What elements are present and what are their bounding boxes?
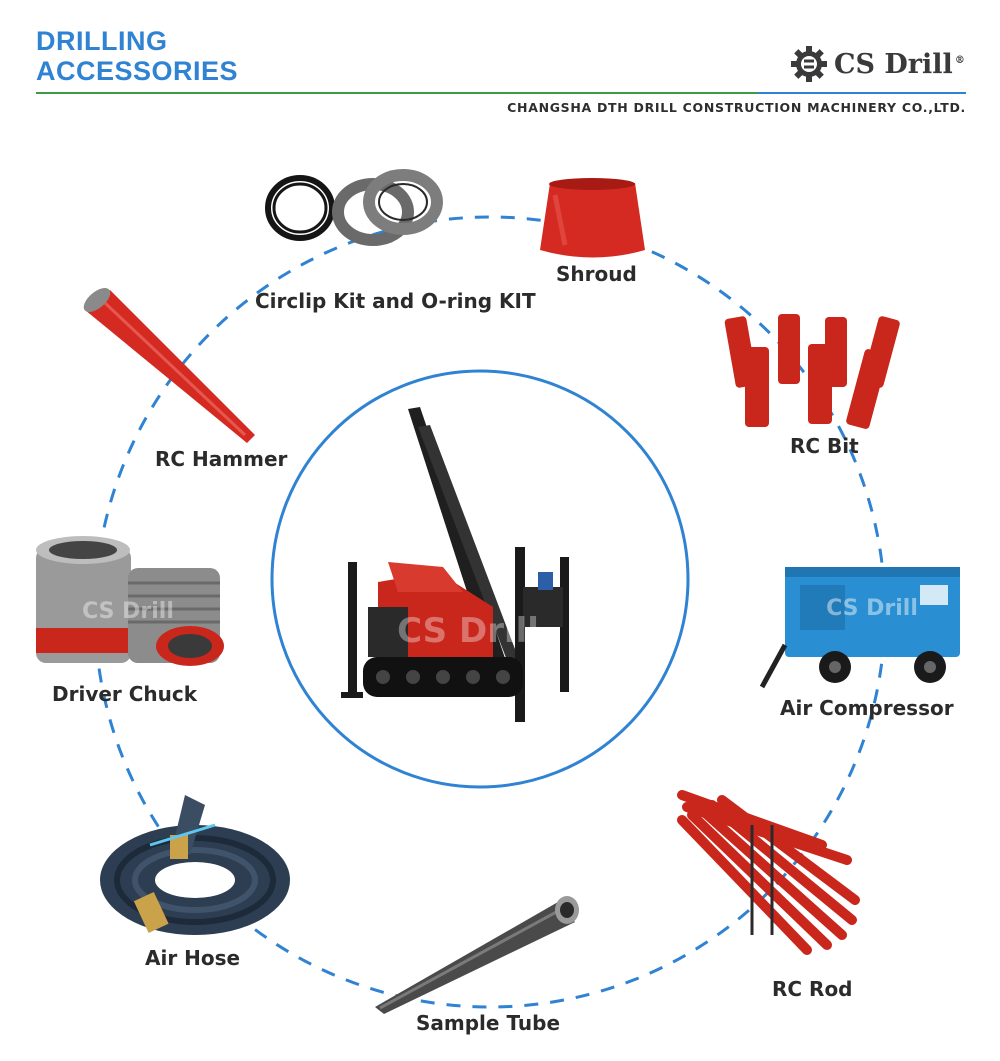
- label-rc-hammer: RC Hammer: [155, 447, 288, 471]
- air-compressor-image: CS Drill: [760, 567, 960, 689]
- label-circlip-kit: Circlip Kit and O-ring KIT: [255, 289, 536, 313]
- watermark: CS Drill: [397, 611, 539, 651]
- rc-bit-image: [724, 314, 900, 429]
- watermark-compressor: CS Drill: [826, 596, 918, 621]
- rc-rod-image: [677, 790, 860, 955]
- logo-text: CS Drill®: [834, 48, 965, 80]
- driver-chuck-image: CS Drill: [36, 536, 224, 666]
- registered-mark: ®: [954, 54, 965, 66]
- shroud-image: [540, 178, 645, 258]
- label-air-compressor: Air Compressor: [780, 696, 954, 720]
- title-line-1: DRILLING: [36, 26, 168, 56]
- page-title: DRILLING ACCESSORIES: [36, 26, 238, 86]
- rc-hammer-image: [83, 288, 255, 443]
- header-rule-blue: [758, 92, 966, 94]
- label-rc-rod: RC Rod: [772, 977, 853, 1001]
- drill-rig-image: CS Drill: [270, 369, 690, 789]
- company-name: CHANGSHA DTH DRILL CONSTRUCTION MACHINER…: [507, 100, 966, 115]
- label-shroud: Shroud: [556, 262, 637, 286]
- title-line-2: ACCESSORIES: [36, 56, 239, 86]
- watermark-chuck: CS Drill: [82, 599, 174, 624]
- sample-tube-image: [375, 896, 579, 1014]
- header-rule-green: [36, 92, 758, 94]
- label-sample-tube: Sample Tube: [416, 1011, 561, 1035]
- brand-logo: CS Drill®: [790, 44, 965, 84]
- air-hose-image: [100, 795, 290, 935]
- label-driver-chuck: Driver Chuck: [52, 682, 198, 706]
- circlip-image: [265, 169, 443, 246]
- gear-icon: [791, 46, 827, 82]
- label-rc-bit: RC Bit: [790, 434, 859, 458]
- label-air-hose: Air Hose: [145, 946, 241, 970]
